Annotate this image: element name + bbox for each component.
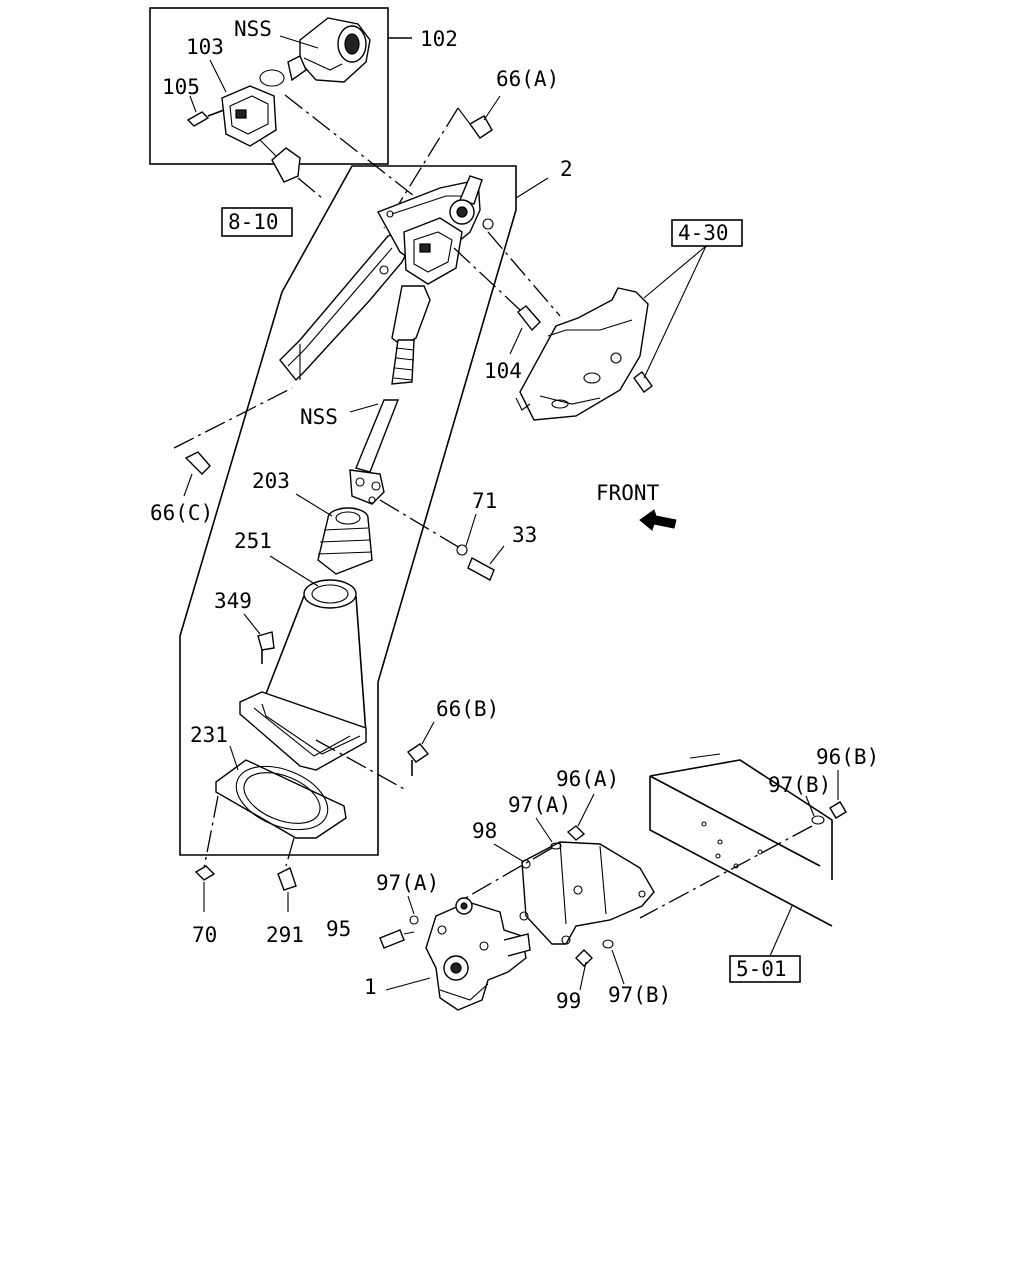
callout-99: 99 bbox=[556, 989, 581, 1013]
gearbox-bracket-98 bbox=[493, 841, 655, 945]
callout-nss-mid: NSS bbox=[300, 405, 338, 429]
callout-103: 103 bbox=[186, 35, 224, 59]
callout-2: 2 bbox=[560, 157, 573, 181]
plate-231 bbox=[215, 745, 347, 839]
column-group-outline bbox=[179, 165, 517, 856]
bolt-99-washer-97b bbox=[575, 939, 625, 991]
boot-203 bbox=[295, 493, 373, 575]
callout-349: 349 bbox=[214, 589, 252, 613]
callout-97b-top: 97(B) bbox=[768, 773, 831, 797]
front-arrow-icon bbox=[639, 509, 677, 531]
callout-66b: 66(B) bbox=[436, 697, 499, 721]
nut-70-clip-291 bbox=[194, 795, 297, 912]
callout-8-10: 8-10 bbox=[228, 210, 279, 234]
bolt-104 bbox=[453, 247, 541, 355]
clip-349 bbox=[243, 613, 275, 664]
callout-4-30: 4-30 bbox=[678, 221, 729, 245]
callout-95: 95 bbox=[326, 917, 351, 941]
switch-assembly-inset bbox=[149, 7, 461, 233]
callout-nss-top: NSS bbox=[234, 17, 272, 41]
nut-96a-washer-97a bbox=[461, 793, 595, 901]
callout-105: 105 bbox=[162, 75, 200, 99]
bolt-33-washer-71 bbox=[456, 513, 505, 581]
callout-96b: 96(B) bbox=[816, 745, 879, 769]
steering-gearbox-1 bbox=[385, 897, 531, 1011]
callout-231: 231 bbox=[190, 723, 228, 747]
callout-291: 291 bbox=[266, 923, 304, 947]
ref-box-5-01 bbox=[729, 955, 801, 983]
bolt-66b bbox=[315, 721, 435, 791]
callout-251: 251 bbox=[234, 529, 272, 553]
callout-96a: 96(A) bbox=[556, 767, 619, 791]
callout-33: 33 bbox=[512, 523, 537, 547]
steering-column-bracket bbox=[279, 175, 494, 505]
column-cover-4-30 bbox=[515, 219, 743, 421]
bolt-66c bbox=[173, 387, 293, 497]
callout-98: 98 bbox=[472, 819, 497, 843]
callout-97a-left: 97(A) bbox=[376, 871, 439, 895]
bulb-part bbox=[221, 139, 323, 237]
callout-104: 104 bbox=[484, 359, 522, 383]
callout-front: FRONT bbox=[596, 481, 660, 505]
callout-1: 1 bbox=[364, 975, 377, 999]
callout-203: 203 bbox=[252, 469, 290, 493]
callout-66c: 66(C) bbox=[150, 501, 213, 525]
nut-96b-washer-97b bbox=[639, 770, 847, 919]
callout-97a-top: 97(A) bbox=[508, 793, 571, 817]
boot-251 bbox=[239, 555, 367, 771]
callout-102: 102 bbox=[420, 27, 458, 51]
callout-66a: 66(A) bbox=[496, 67, 559, 91]
bolt-95-washer-97a bbox=[379, 895, 419, 949]
callout-70: 70 bbox=[192, 923, 217, 947]
ref-box-8-10 bbox=[221, 207, 293, 237]
callout-71: 71 bbox=[472, 489, 497, 513]
ref-box-4-30 bbox=[671, 219, 743, 247]
callout-97b-bottom: 97(B) bbox=[608, 983, 671, 1007]
callout-5-01: 5-01 bbox=[736, 957, 787, 981]
